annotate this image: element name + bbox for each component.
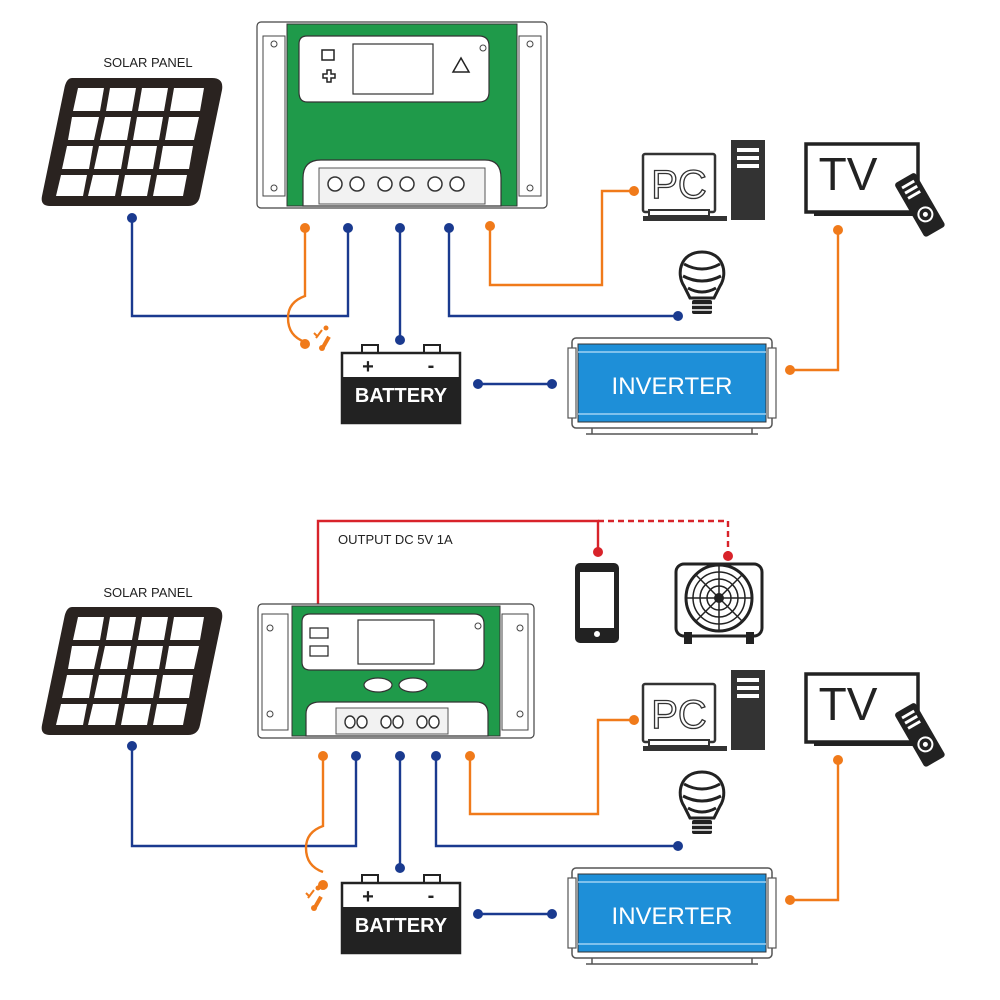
solar-panel-icon: [41, 607, 223, 735]
wire-tv-top: [790, 230, 840, 372]
output-label: OUTPUT DC 5V 1A: [338, 532, 453, 547]
temperature-sensor-icon: [305, 884, 324, 912]
battery-icon: [340, 343, 462, 425]
charge-controller-usb-icon: [257, 603, 535, 739]
wire-pc-bottom: [468, 718, 634, 816]
wire-solar-top: [130, 218, 350, 318]
diagram-bottom: OUTPUT DC 5V 1A SOLAR PANEL: [41, 519, 948, 965]
wire-sensor-top: [286, 228, 307, 344]
battery-plus: +: [362, 356, 374, 378]
battery-label: BATTERY: [355, 915, 448, 937]
wire-tv-bottom: [790, 760, 840, 902]
battery-plus: +: [362, 886, 374, 908]
battery-minus: -: [428, 885, 435, 907]
wire-sensor-bottom: [304, 756, 325, 874]
battery-icon: [340, 873, 462, 955]
wire-output-dc: [316, 519, 600, 604]
wire-solar-bottom: [130, 746, 358, 848]
fan-icon: [674, 562, 764, 644]
tv-label: TV: [819, 678, 878, 730]
battery-minus: -: [428, 355, 435, 377]
pc-label: PC: [651, 693, 707, 737]
charge-controller-icon: [256, 21, 548, 209]
phone-icon: [575, 563, 619, 643]
bulb-icon: [678, 770, 726, 836]
solar-panel-icon: [41, 78, 223, 206]
bulb-icon: [678, 250, 726, 316]
diagram-top: SOLAR PANEL + - BATTERY INVERTER PC TV: [41, 21, 948, 435]
inverter-label: INVERTER: [612, 903, 733, 930]
solar-panel-label: SOLAR PANEL: [103, 55, 192, 70]
tv-label: TV: [819, 148, 878, 200]
pc-label: PC: [651, 163, 707, 207]
wire-output-fan: [598, 519, 730, 556]
wire-bulb-bottom: [434, 756, 678, 848]
solar-panel-label: SOLAR PANEL: [103, 585, 192, 600]
wire-pc-top: [488, 189, 634, 287]
inverter-label: INVERTER: [612, 373, 733, 400]
wire-bulb-top: [447, 228, 678, 318]
battery-label: BATTERY: [355, 385, 448, 407]
temperature-sensor-icon: [313, 324, 332, 352]
